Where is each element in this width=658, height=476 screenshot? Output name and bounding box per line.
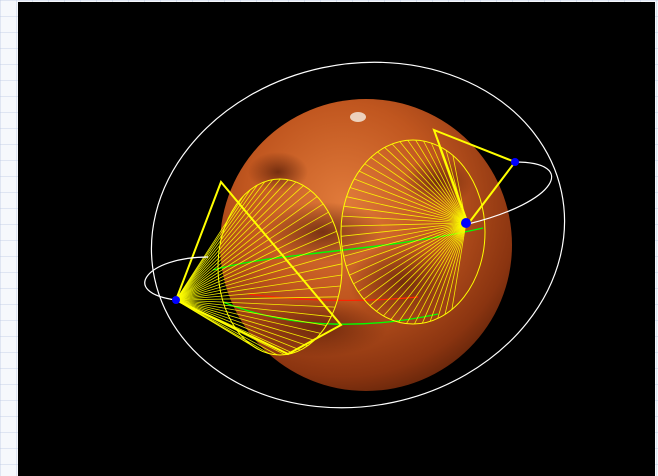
coverage-ray [407,140,467,224]
coverage-ray [383,222,467,317]
coverage-ray [377,151,467,224]
coverage-ray [346,196,467,224]
coverage-ray [414,222,467,325]
coverage-ray [175,241,340,301]
coverage-rim [340,139,486,325]
coverage-ray [175,299,327,326]
coverage-ray [384,147,467,224]
coverage-ray [175,285,341,301]
coverage-ray [175,296,339,301]
coverage-ray [358,222,467,293]
coverage-ray [175,190,311,301]
coverage-ray [175,179,289,301]
coverage-ray [175,181,297,301]
satellite-center-marker [461,218,471,228]
coverage-ray [175,299,308,347]
orbit-visualization-canvas [18,2,655,476]
coverage-ray [175,299,336,308]
coverage-ray [349,222,467,276]
coverage-ray [175,274,342,301]
coverage-ray [364,163,467,224]
left-coverage-fan [175,178,343,356]
coverage-ray [175,181,266,301]
coverage-ray [398,222,467,323]
inner-orbit-path [144,161,553,301]
coverage-ray [342,215,467,224]
ground-track-green-lower [222,301,439,325]
coverage-ray [343,205,467,224]
coverage-ray [175,299,255,348]
right-coverage-fan [340,139,486,325]
coverage-ray [370,157,467,224]
coverage-boundary [174,180,343,356]
coverage-ray [363,222,467,300]
coverage-ray [175,178,281,301]
coverage-ray [345,222,467,267]
coverage-ray [341,222,467,237]
coverage-ray [369,222,467,307]
coverage-ray [349,187,467,224]
coverage-ray [451,222,467,310]
coverage-ray [391,143,467,224]
coverage-ray [175,299,315,341]
satellite-right-marker [511,158,519,166]
coverage-ray [175,179,273,301]
coverage-ray [399,141,467,224]
coverage-ray [175,196,318,301]
coverage-ray [429,222,467,322]
coverage-ray [175,220,334,301]
ground-track-green [212,227,484,271]
coverage-ray [437,222,467,319]
coverage-ray [430,142,467,224]
outer-orbit-path [150,61,566,409]
coverage-ray [406,222,467,324]
satellite-left-marker [172,296,180,304]
coverage-ray [353,222,467,285]
coverage-ray [390,222,467,320]
coverage-ray [423,140,467,224]
coverage-ray [175,203,324,301]
coverage-ray [175,230,337,301]
ground-track-red [247,293,419,302]
coverage-ray [341,222,467,227]
coverage-ray [358,170,467,224]
coverage-ray [175,299,301,351]
orbit-scene [144,61,566,409]
coverage-ray [415,139,467,224]
coverage-ray [376,222,467,312]
coverage-ray [421,222,467,324]
coverage-ray [354,178,467,224]
coverage-ray [343,222,467,257]
coverage-ray [341,222,467,247]
coverage-ray [175,299,332,318]
coverage-ray [444,222,467,315]
coverage-ray [175,252,342,301]
coverage-ray [175,189,251,301]
coverage-ray [438,145,467,224]
coverage-boundary-right [432,128,517,227]
coverage-ray [175,263,343,301]
coverage-ray [175,185,304,301]
coverage-ray [175,211,329,301]
coverage-ray [175,184,258,301]
coverage-ray [175,299,321,334]
